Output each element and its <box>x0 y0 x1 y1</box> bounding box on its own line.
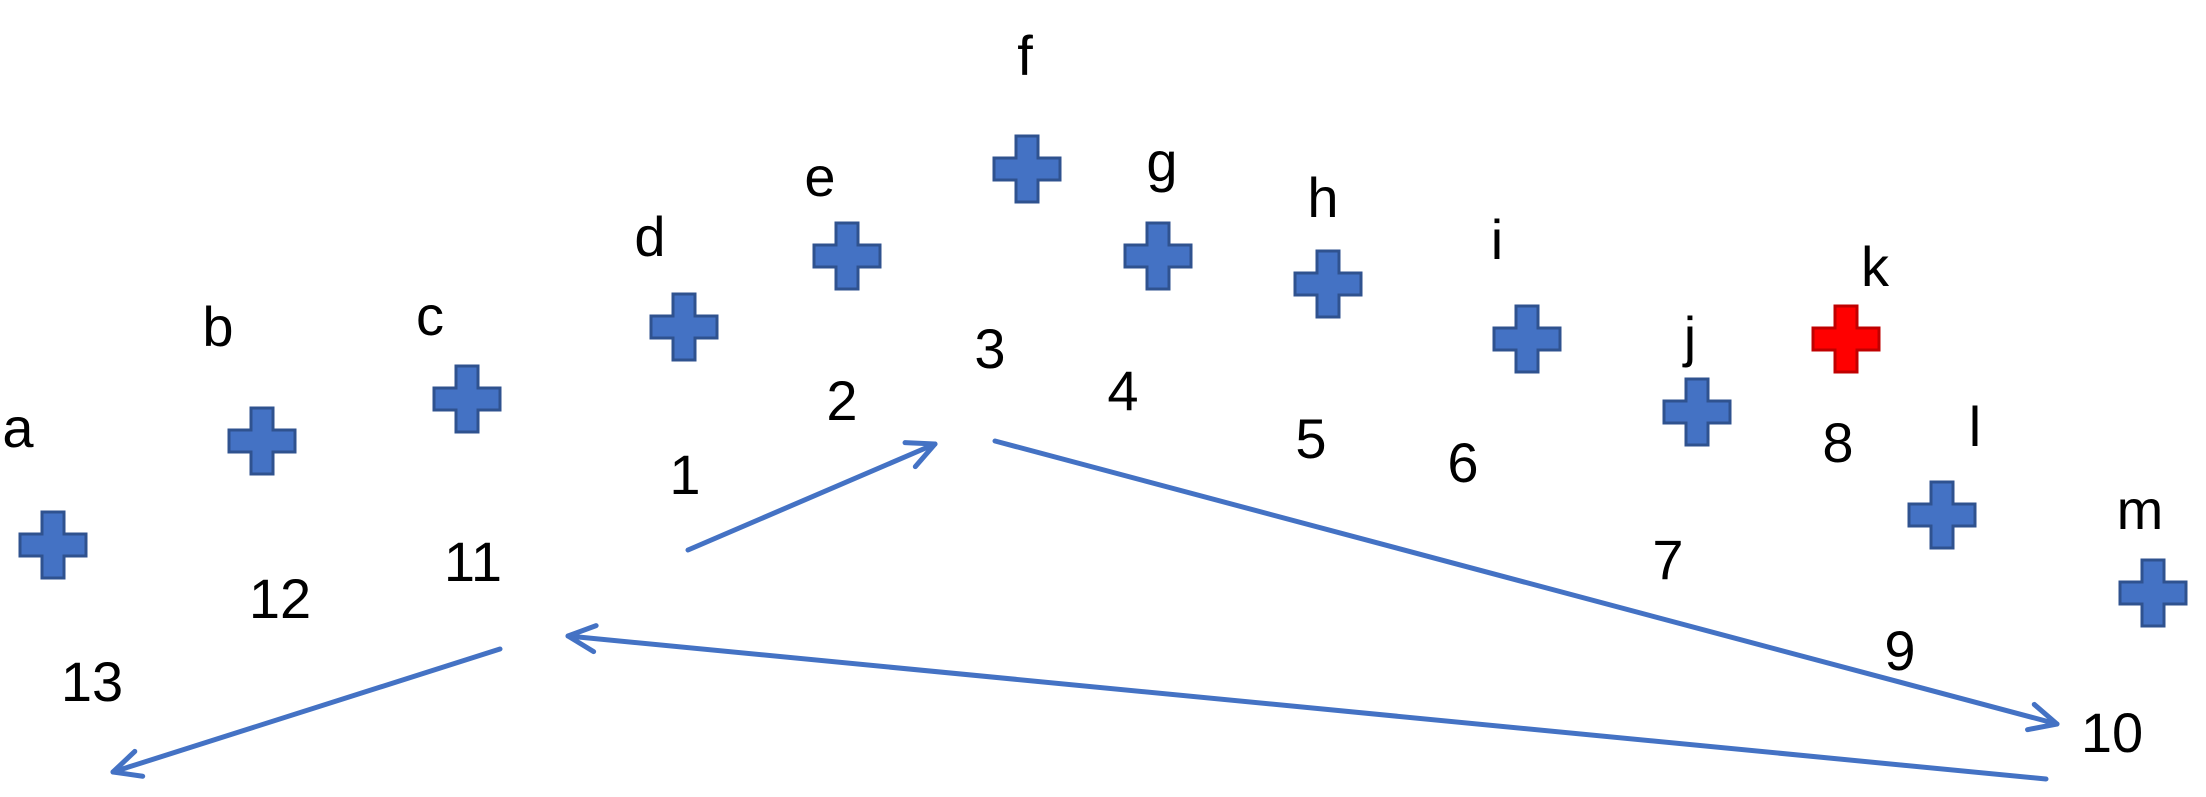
marker-order-i: 6 <box>1447 431 1478 494</box>
plus-marker-c <box>432 364 502 434</box>
marker-order-g: 4 <box>1107 359 1138 422</box>
plus-marker-b <box>227 406 297 476</box>
arrow-shaft <box>565 633 2049 782</box>
plus-marker-m <box>2118 558 2188 628</box>
marker-letter-l: l <box>1969 395 1981 458</box>
marker-order-m: 10 <box>2081 701 2143 764</box>
marker-letter-c: c <box>416 284 444 347</box>
plus-marker-a <box>18 510 88 580</box>
marker-order-c: 11 <box>444 530 502 593</box>
marker-letter-d: d <box>634 205 665 268</box>
marker-letter-g: g <box>1146 130 1177 193</box>
marker-order-k: 8 <box>1822 411 1853 474</box>
marker-letter-i: i <box>1491 208 1503 271</box>
marker-letter-j: j <box>1682 305 1696 368</box>
marker-letter-k: k <box>1861 235 1890 298</box>
arrow-head <box>565 623 599 655</box>
plus-marker-e <box>812 221 882 291</box>
marker-order-l: 9 <box>1884 619 1915 682</box>
marker-order-d: 1 <box>669 443 700 506</box>
arrow-head <box>110 748 146 779</box>
marker-letter-b: b <box>202 295 233 358</box>
marker-order-j: 7 <box>1652 528 1683 591</box>
arrow-head <box>2025 701 2060 733</box>
plus-marker-g <box>1123 221 1193 291</box>
sequence-arrow-1-to-3 <box>685 440 938 553</box>
arrows-layer <box>110 438 2060 782</box>
marker-order-b: 12 <box>249 567 311 630</box>
sequence-arrow-10-to-11 <box>565 623 2049 782</box>
arrow-shaft <box>685 441 938 553</box>
labels-layer: a 13 b 12 c 11 d 1 e 2 f 3 g 4 h 5 i 6 j 7 k 8 l 9 m 10 <box>2 24 2163 764</box>
plus-marker-i <box>1492 304 1562 374</box>
plus-marker-d <box>649 292 719 362</box>
sequence-arrow-3-to-10 <box>992 438 2060 733</box>
marker-letter-m: m <box>2117 478 2164 541</box>
highlighted-plus-marker-k <box>1811 304 1881 374</box>
plus-marker-f <box>992 134 1062 204</box>
marker-letter-f: f <box>1017 24 1033 87</box>
arrow-head <box>902 440 938 470</box>
sequence-arrow-11-to-13 <box>110 646 503 779</box>
marker-letter-e: e <box>804 145 835 208</box>
marker-letter-a: a <box>2 396 34 459</box>
marker-order-e: 2 <box>826 369 857 432</box>
plus-marker-l <box>1907 480 1977 550</box>
marker-order-h: 5 <box>1295 407 1326 470</box>
marker-letter-h: h <box>1307 166 1338 229</box>
arrow-shaft <box>110 646 503 775</box>
plus-marker-j <box>1662 377 1732 447</box>
markers-layer <box>18 134 2188 628</box>
marker-order-a: 13 <box>61 650 123 713</box>
marker-order-f: 3 <box>974 317 1005 380</box>
arrow-shaft <box>992 438 2060 727</box>
plus-marker-h <box>1293 249 1363 319</box>
